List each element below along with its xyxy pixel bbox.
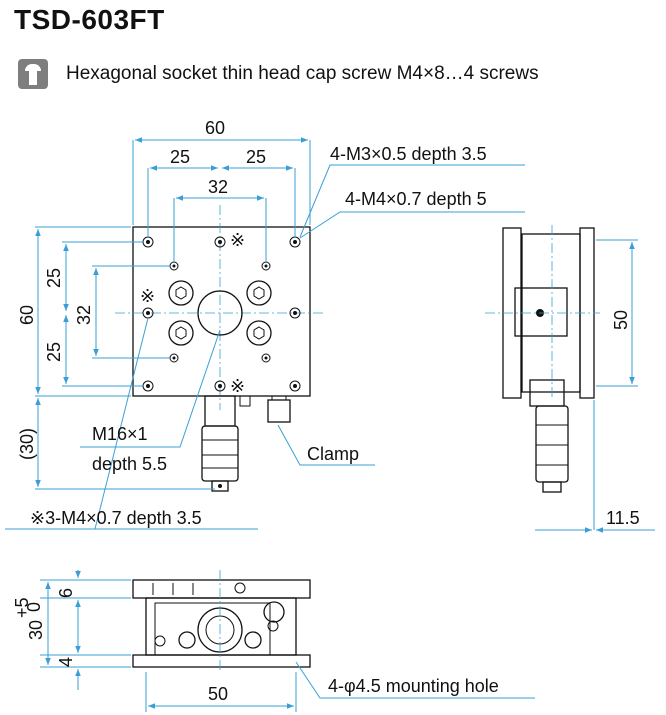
dim-25-left-bottom: 25: [44, 342, 64, 362]
screw-note: Hexagonal socket thin head cap screw M4×…: [66, 63, 539, 84]
dim-4-front: 4: [56, 657, 76, 667]
callout-m16-line1: M16×1: [92, 424, 148, 444]
side-view: [485, 225, 600, 493]
page-title: TSD-603FT: [14, 4, 165, 35]
front-view: [132, 570, 311, 672]
dim-50-front: 50: [208, 684, 228, 704]
callout-m4: 4-M4×0.7 depth 5: [345, 189, 487, 209]
screw-icon: [18, 59, 48, 89]
dim-25-left: 25: [170, 147, 190, 167]
screw-note-row: Hexagonal socket thin head cap screw M4×…: [18, 58, 539, 90]
side-view-dimensions: [535, 239, 655, 533]
dim-50-side: 50: [611, 310, 631, 330]
dim-30-front: 30: [26, 620, 46, 640]
micrometer-head: [201, 395, 239, 492]
dim-30-tol-lower: 0: [24, 602, 44, 612]
corner-holes: [142, 236, 301, 392]
dim-11-5-side: 11.5: [606, 508, 640, 528]
callout-m4-special: ※3-M4×0.7 depth 3.5: [30, 508, 202, 528]
callout-clamp: Clamp: [307, 444, 359, 464]
dim-30-left: (30): [17, 428, 37, 460]
clamp: [239, 395, 291, 423]
dim-32-left: 32: [74, 305, 94, 325]
dim-6-front: 6: [56, 588, 76, 598]
dim-60-left: 60: [17, 305, 37, 325]
top-view: ※ ※ ※: [115, 205, 325, 492]
dim-32-top: 32: [208, 177, 228, 197]
kome-mark: ※: [140, 286, 155, 306]
dim-30-tol-upper: +5: [12, 597, 32, 618]
center-bore: [197, 290, 243, 336]
dim-25-right: 25: [246, 147, 266, 167]
callout-m3: 4-M3×0.5 depth 3.5: [330, 144, 487, 164]
front-view-dimensions: [40, 570, 535, 712]
kome-mark: ※: [230, 376, 245, 396]
stage-plate-outline: [132, 226, 311, 397]
callout-mounting: 4-φ4.5 mounting hole: [328, 676, 499, 696]
dim-60-top: 60: [205, 118, 225, 138]
cap-screws: [168, 280, 272, 346]
dim-25-left-top: 25: [44, 268, 64, 288]
kome-mark: ※: [230, 230, 245, 250]
callout-m16-line2: depth 5.5: [92, 454, 167, 474]
top-view-dimensions: 60 25 25 32 60 25 25 32 (30): [5, 118, 525, 530]
